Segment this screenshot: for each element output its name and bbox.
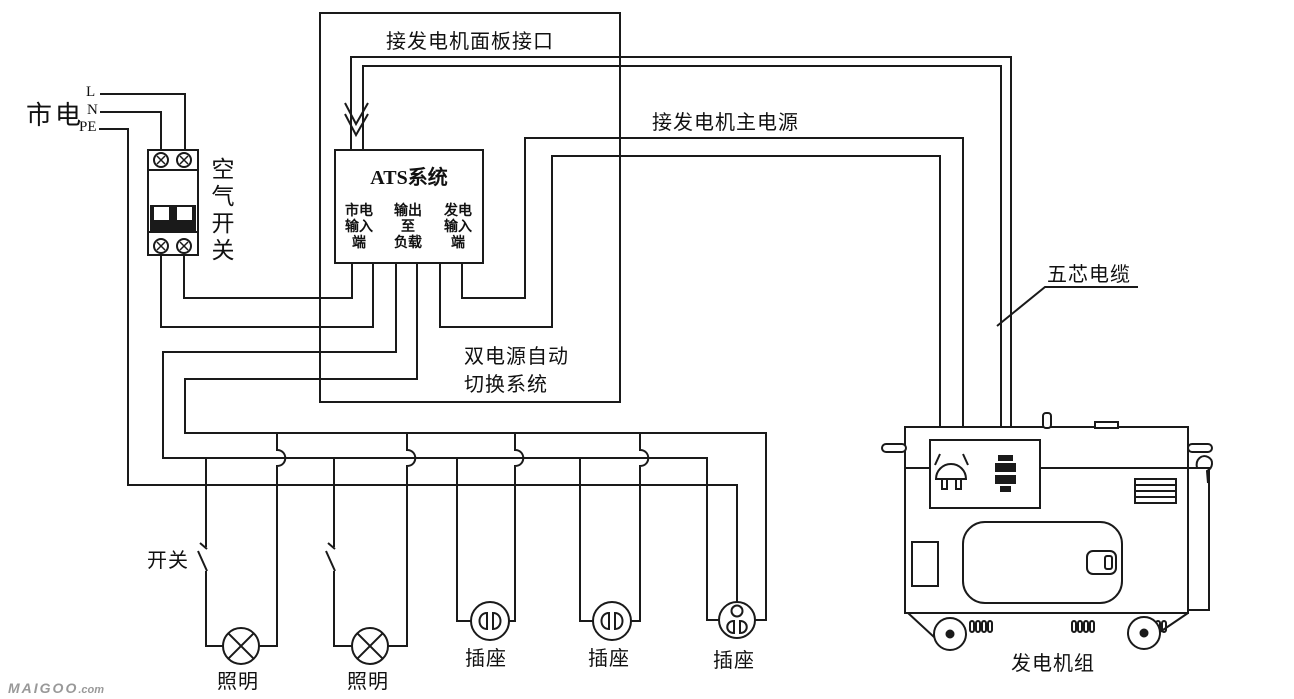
ats-box <box>334 149 484 264</box>
wire-mains-PE-and-pe-bus <box>99 128 738 603</box>
ats-terminal-gen-input: 发电 输入 端 <box>444 204 472 251</box>
mains-label: 市电 <box>26 101 85 130</box>
socket-icon <box>718 601 756 639</box>
generator-drawing <box>881 412 1213 651</box>
wire-gen-input-1 <box>439 155 941 454</box>
door <box>962 521 1123 604</box>
gen-main-power-label: 接发电机主电源 <box>652 112 799 134</box>
lamp-circuit-2 <box>325 433 417 665</box>
switch-contact-icon <box>199 542 208 550</box>
lamp-circuit-1 <box>197 433 287 665</box>
socket-icon <box>592 601 632 641</box>
cable-label: 五芯电缆 <box>1047 264 1131 286</box>
right-handle <box>1187 443 1213 453</box>
lamp-label: 照明 <box>217 671 259 693</box>
wire-load-bus-1 <box>184 263 767 621</box>
generator-label: 发电机组 <box>1011 653 1095 675</box>
socket-label: 插座 <box>465 648 507 670</box>
exhaust-stub <box>1042 412 1052 429</box>
wire-label-n: N <box>87 102 98 118</box>
switch-blade-icon <box>197 550 208 572</box>
door-handle <box>1086 550 1117 575</box>
arrow-into-ats-icon <box>344 102 369 127</box>
wire-label-l: L <box>86 84 96 100</box>
lamp-label: 照明 <box>347 671 389 693</box>
wheel-bracket-left <box>907 612 935 638</box>
watermark: MAIGOO.com <box>8 680 104 696</box>
socket-label: 插座 <box>588 648 630 670</box>
air-filter <box>911 541 939 587</box>
circuit-breaker-symbol <box>147 149 199 256</box>
watermark-suffix: .com <box>78 684 105 696</box>
ats-terminal-mains-input: 市电 输入 端 <box>345 204 373 251</box>
wire-breaker-to-ats-2 <box>160 255 374 328</box>
switch-label: 开关 <box>147 550 189 572</box>
wire-panel-interface-1 <box>350 56 1012 455</box>
wire-panel-interface-2 <box>362 65 1002 455</box>
panel-interface-label: 接发电机面板接口 <box>386 31 554 53</box>
socket-icon <box>470 601 510 641</box>
panel-connector-icon <box>995 455 1016 492</box>
wire-gen-input-2 <box>461 137 964 454</box>
latch-hook <box>1195 455 1213 484</box>
watermark-brand: MAIGOO <box>8 680 79 696</box>
air-switch-label: 空气开关 <box>208 157 233 265</box>
wire-breaker-to-ats-1 <box>183 255 353 299</box>
switch-blade-icon <box>325 550 336 572</box>
ats-title: ATS系统 <box>370 167 448 189</box>
dual-power-system-label: 双电源自动 切换系统 <box>464 346 569 396</box>
right-end-panel <box>1188 467 1210 611</box>
socket-1 <box>456 433 525 641</box>
wire-mains-L <box>100 93 186 151</box>
left-handle <box>881 443 907 453</box>
ats-terminal-output-load: 输出 至 负载 <box>394 204 422 251</box>
wheel-bracket-right <box>1156 612 1189 635</box>
wire-label-pe: PE <box>79 119 97 135</box>
dual-power-system-box <box>319 12 621 403</box>
socket-3 <box>718 601 756 639</box>
cable-leader-line <box>996 286 1138 327</box>
socket-2 <box>579 433 650 641</box>
switch-contact-icon <box>327 542 336 550</box>
socket-label: 插座 <box>713 650 755 672</box>
wire-mains-N <box>100 111 162 151</box>
wire-load-bus-2 <box>162 263 719 621</box>
roof-vent <box>1094 421 1119 429</box>
power-plug-icon <box>934 453 969 490</box>
arrow-into-ats-icon <box>344 113 369 138</box>
